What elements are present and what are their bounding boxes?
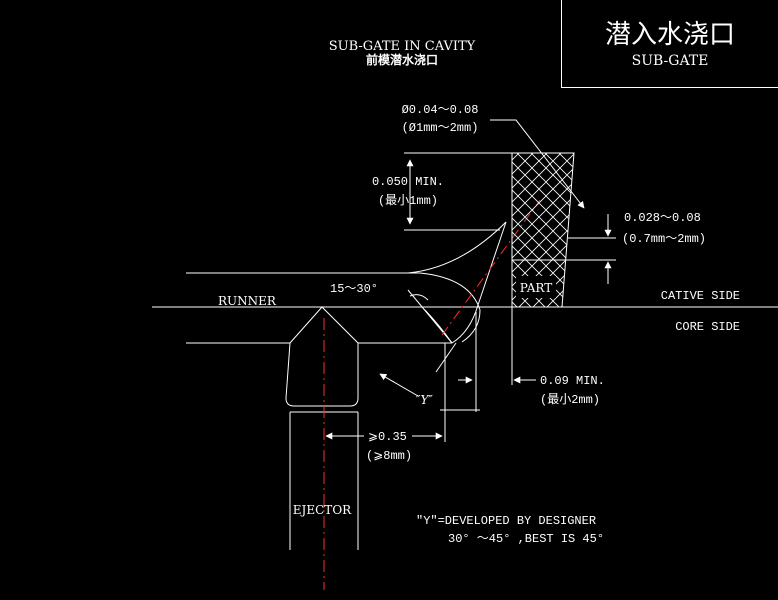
part-label-bg <box>516 276 556 298</box>
angle-15-30-arc <box>409 294 429 301</box>
y-side-line <box>435 342 457 373</box>
dim-028-mm-label: (0.7mm～2mm) <box>622 232 706 246</box>
title-block: 潜入水浇口 SUB-GATE <box>561 0 778 88</box>
min-050-mm-label: (最小1mm) <box>378 193 438 208</box>
y-leader-a <box>379 373 419 397</box>
angle-15-30-label: 15～30° <box>330 282 378 296</box>
gate-lower-curve <box>419 272 481 343</box>
min-050-label: 0.050 MIN. <box>372 175 444 189</box>
title-english: SUB-GATE <box>631 53 709 69</box>
note-line-1: ″Y″=DEVELOPED BY DESIGNER <box>416 514 596 528</box>
gate-dia-mm-label: (Ø1mm～2mm) <box>402 121 479 135</box>
cative-side-label: CATIVE SIDE <box>661 289 740 303</box>
part-hatch-block <box>511 152 575 308</box>
gate-cone-line <box>407 289 453 344</box>
gate-dia-leader <box>490 119 585 209</box>
note-line-2: 30° ～45° ,BEST IS 45° <box>448 532 604 546</box>
header-chinese: 前模潜水浇口 <box>366 52 438 67</box>
gate-outline <box>407 221 507 344</box>
runner-label: RUNNER <box>218 294 277 308</box>
title-chinese: 潜入水浇口 <box>604 20 735 50</box>
gate-dia-label: Ø0.04～0.08 <box>402 103 479 117</box>
min-009-mm-label: (最小2mm) <box>540 392 600 407</box>
core-side-label: CORE SIDE <box>675 320 740 334</box>
ejector-head <box>285 306 359 407</box>
min-009-label: 0.09 MIN. <box>540 374 605 388</box>
dim-028-label: 0.028～0.08 <box>624 211 701 225</box>
dim-035-label: ⩾0.35 <box>368 430 407 444</box>
dim-035-mm-label: (⩾8mm) <box>366 449 412 463</box>
y-label: ″Y″ <box>416 393 433 407</box>
part-label: PART <box>520 281 552 295</box>
gate-centerline <box>441 199 541 336</box>
dim-035-bg <box>364 426 412 442</box>
ejector-label: EJECTOR <box>293 503 352 517</box>
header-english: SUB-GATE IN CAVITY <box>329 39 476 54</box>
